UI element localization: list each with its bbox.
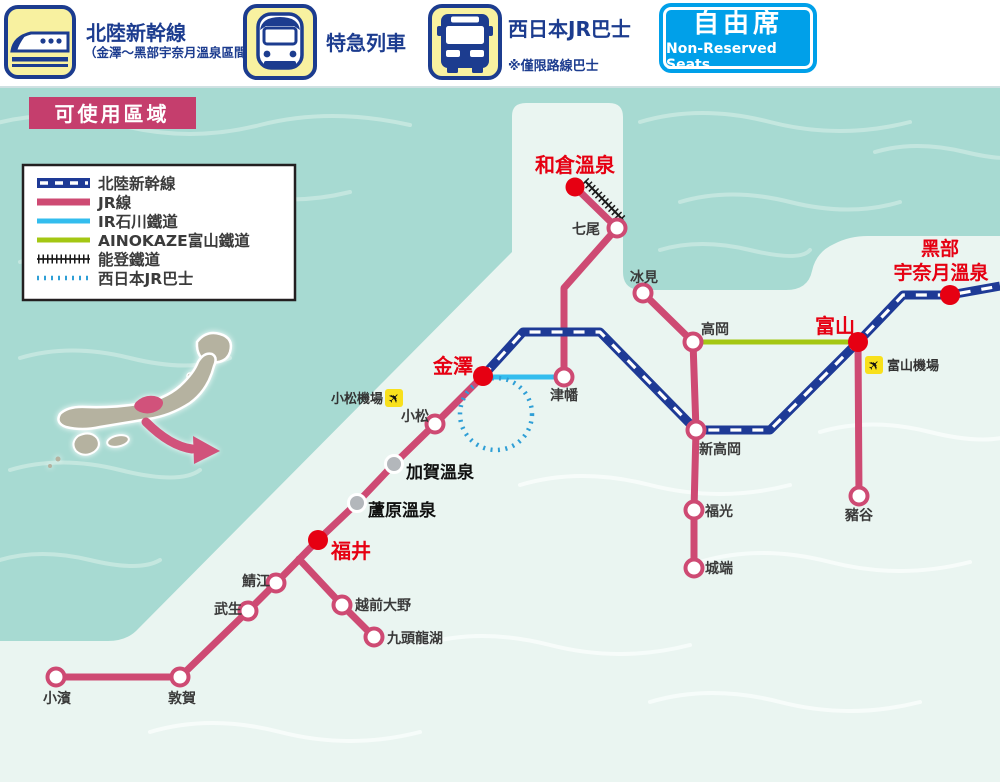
non-reserved-seat-badge: 自由席 Non-Reserved Seats (659, 3, 817, 73)
express-train-label: 特急列車 (326, 31, 406, 55)
japan-inset (48, 331, 233, 468)
label-inotani: 豬谷 (844, 507, 874, 524)
station-shin-takaoka (685, 419, 707, 441)
label-tsuruga: 敦賀 (168, 690, 196, 707)
toyama-airport-label: 富山機場 (887, 358, 939, 374)
label-kanazawa: 金澤 (432, 354, 473, 378)
station-kanazawa (473, 366, 493, 386)
airports: ✈ 小松機場 ✈ 富山機場 (331, 356, 939, 409)
legend-label-ir: IR石川鐵道 (98, 212, 178, 231)
shinkansen-icon-art (10, 31, 70, 67)
legend: 北陸新幹線 JR線 IR石川鐵道 AINOKAZE富山鐵道 能登鐵道 西日本JR… (21, 163, 297, 302)
seat-badge-title: 自由席 (692, 9, 783, 39)
label-shin-takaoka: 新高岡 (699, 441, 741, 458)
station-tsubata (553, 366, 575, 388)
label-kaga-onsen: 加賀溫泉 (405, 462, 475, 483)
label-fukumitsu: 福光 (704, 503, 733, 520)
legend-label-bus: 西日本JR巴士 (98, 269, 194, 288)
station-takefu (237, 600, 259, 622)
legend-label-jr: JR線 (97, 193, 132, 212)
label-takaoka: 高岡 (701, 321, 729, 338)
station-tsuruga (169, 666, 191, 688)
bus-icon (428, 4, 502, 80)
jr-takayama-line (854, 338, 863, 500)
station-fukui (308, 530, 328, 550)
inset-island-1 (55, 456, 61, 462)
shinkansen-sublabel: （金澤～黑部宇奈月溫泉區間） (84, 45, 260, 60)
non-reserved-seat-badge-inner: 自由席 Non-Reserved Seats (663, 7, 813, 73)
label-nanao: 七尾 (572, 222, 600, 238)
label-wakura-onsen: 和倉溫泉 (535, 153, 616, 177)
station-kurobe-unazuki-onsen (940, 285, 960, 305)
station-toyama (848, 332, 868, 352)
station-nanao (606, 217, 628, 239)
station-takaoka (682, 331, 704, 353)
label-himi: 冰見 (630, 269, 658, 286)
label-awara-onsen: 蘆原溫泉 (368, 500, 437, 521)
inset-arrow-shaft (141, 417, 197, 454)
station-kuzuryuko (363, 626, 385, 648)
land-waves (148, 422, 1000, 743)
area-label-text: 可使用區域 (55, 102, 170, 126)
inset-shikoku (106, 434, 130, 448)
label-echizen-ono: 越前大野 (354, 597, 411, 614)
label-kurobe-line2: 宇奈月溫泉 (893, 261, 989, 284)
station-kaga-onsen (384, 454, 404, 474)
express-train-icon (243, 4, 317, 80)
komatsu-airport-icon (385, 389, 403, 407)
label-kurobe-line1: 黑部 (921, 237, 959, 260)
inset-kyushu (72, 432, 100, 456)
seat-badge-subtitle: Non-Reserved Seats (666, 41, 777, 73)
jr-west-bus-loop (457, 375, 535, 453)
express-train-icon-art (256, 12, 304, 70)
inset-hokuriku-highlight (134, 395, 164, 414)
legend-label-ainokaze: AINOKAZE富山鐵道 (98, 231, 250, 250)
station-obama (45, 666, 67, 688)
station-labels: 和倉溫泉 七尾 冰見 高岡 富山 黑部 宇奈月溫泉 津幡 金澤 小松 加賀溫泉 … (43, 153, 989, 707)
label-tsubata: 津幡 (550, 387, 579, 404)
stations (45, 177, 960, 688)
inset-honshu (57, 352, 217, 431)
station-wakura-onsen (565, 177, 585, 197)
header-bar: 北陸新幹線 （金澤～黑部宇奈月溫泉區間） 特急列車 西日本JR巴士 ※僅限路線巴… (0, 0, 1000, 88)
label-obama: 小濱 (43, 690, 71, 707)
label-takefu: 武生 (214, 601, 242, 618)
station-echizen-ono (331, 594, 353, 616)
jr-johana-line (689, 338, 700, 572)
station-inotani (848, 485, 870, 507)
hokuriku-shinkansen-line (479, 281, 1000, 435)
label-komatsu: 小松 (401, 408, 429, 425)
label-kuzuryuko: 九頭龍湖 (386, 630, 443, 647)
toyama-airport-icon (865, 356, 883, 374)
inset-arrow-head (193, 436, 220, 464)
legend-label-shinkansen: 北陸新幹線 (98, 174, 176, 193)
label-sabae: 鯖江 (241, 573, 270, 590)
jr-west-bus-note: ※僅限路線巴士 (508, 59, 599, 74)
station-sabae (265, 572, 287, 594)
komatsu-airport-label: 小松機場 (331, 391, 383, 407)
station-komatsu (424, 413, 446, 435)
label-toyama: 富山 (815, 314, 855, 338)
bus-icon-art (437, 14, 493, 73)
station-johana (683, 557, 705, 579)
station-awara-onsen (347, 493, 367, 513)
station-himi (632, 282, 654, 304)
label-johana: 城端 (705, 560, 733, 577)
legend-label-noto: 能登鐵道 (98, 250, 161, 269)
shinkansen-label: 北陸新幹線 (86, 21, 186, 45)
station-fukumitsu (683, 499, 705, 521)
jr-west-bus-label: 西日本JR巴士 (508, 17, 631, 41)
label-fukui: 福井 (330, 539, 371, 563)
noto-railway-line (584, 180, 624, 221)
shinkansen-icon (4, 5, 76, 79)
jr-himi-line (639, 289, 697, 346)
inset-island-2 (48, 464, 52, 468)
area-label-box: 可使用區域 (29, 97, 196, 129)
